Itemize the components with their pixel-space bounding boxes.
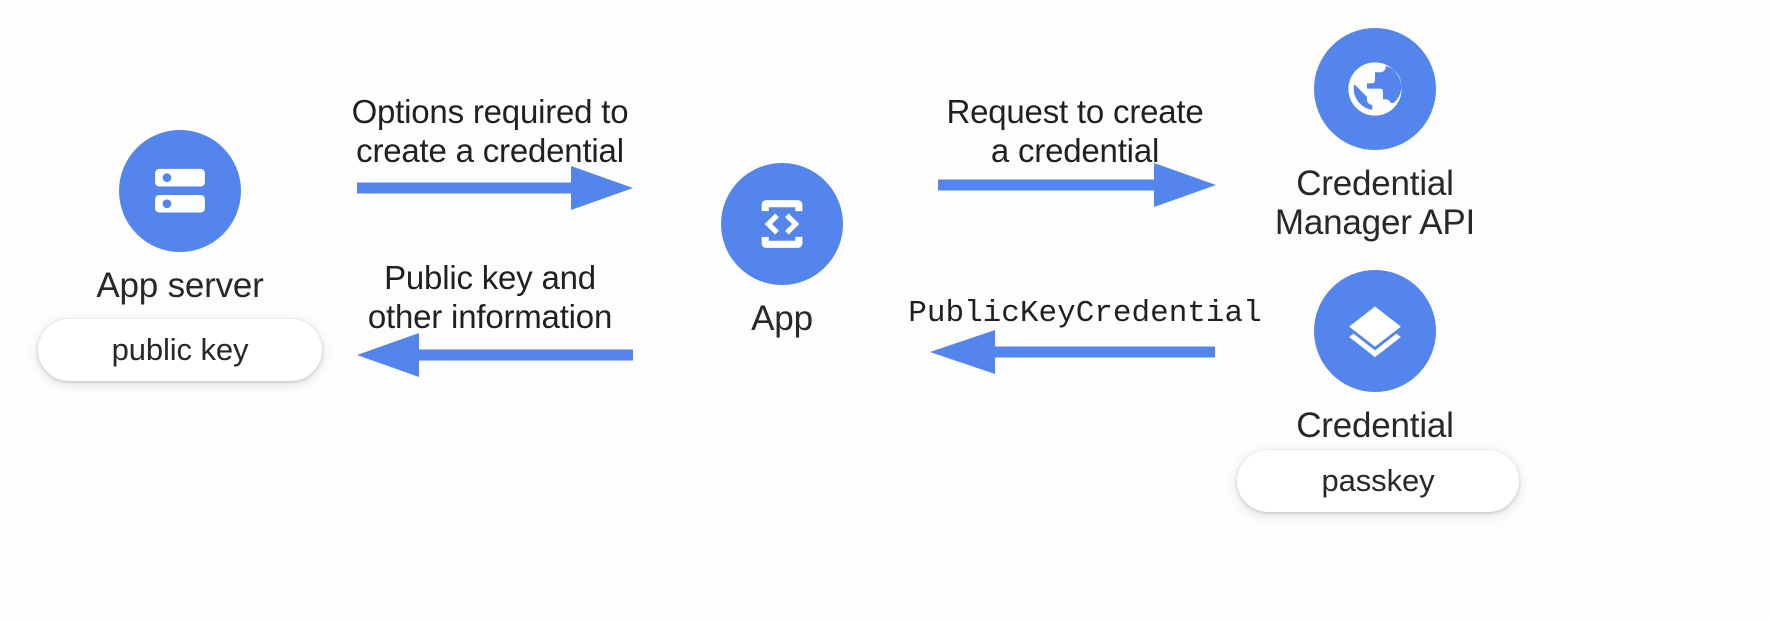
arrow-caption-request-create: Request to create a credential bbox=[946, 93, 1204, 169]
node-app-label: App bbox=[751, 299, 813, 338]
node-app-server: App server bbox=[60, 130, 300, 305]
arrow-public-key-credential bbox=[930, 326, 1215, 378]
node-app: App bbox=[721, 163, 843, 338]
chip-public-key: public key bbox=[38, 319, 322, 381]
chip-passkey-label: passkey bbox=[1321, 463, 1435, 498]
chip-public-key-label: public key bbox=[111, 332, 249, 367]
chip-passkey: passkey bbox=[1237, 450, 1519, 512]
arrow-caption-public-key-credential: PublicKeyCredential bbox=[908, 296, 1262, 331]
node-app-server-label: App server bbox=[96, 266, 264, 305]
node-credential-manager-api-label: Credential Manager API bbox=[1274, 164, 1476, 243]
arrow-public-key-response bbox=[357, 329, 633, 381]
arrow-request-create bbox=[938, 159, 1216, 211]
arrow-request-options bbox=[357, 162, 633, 214]
app-code-phone-icon bbox=[721, 163, 843, 285]
layers-icon bbox=[1314, 270, 1436, 392]
node-credential-manager-api: Credential Manager API bbox=[1250, 28, 1500, 242]
arrow-caption-public-key-response: Public key and other information bbox=[367, 259, 613, 335]
globe-icon bbox=[1314, 28, 1436, 150]
arrow-caption-request-options: Options required to create a credential bbox=[351, 93, 629, 169]
server-icon bbox=[119, 130, 241, 252]
